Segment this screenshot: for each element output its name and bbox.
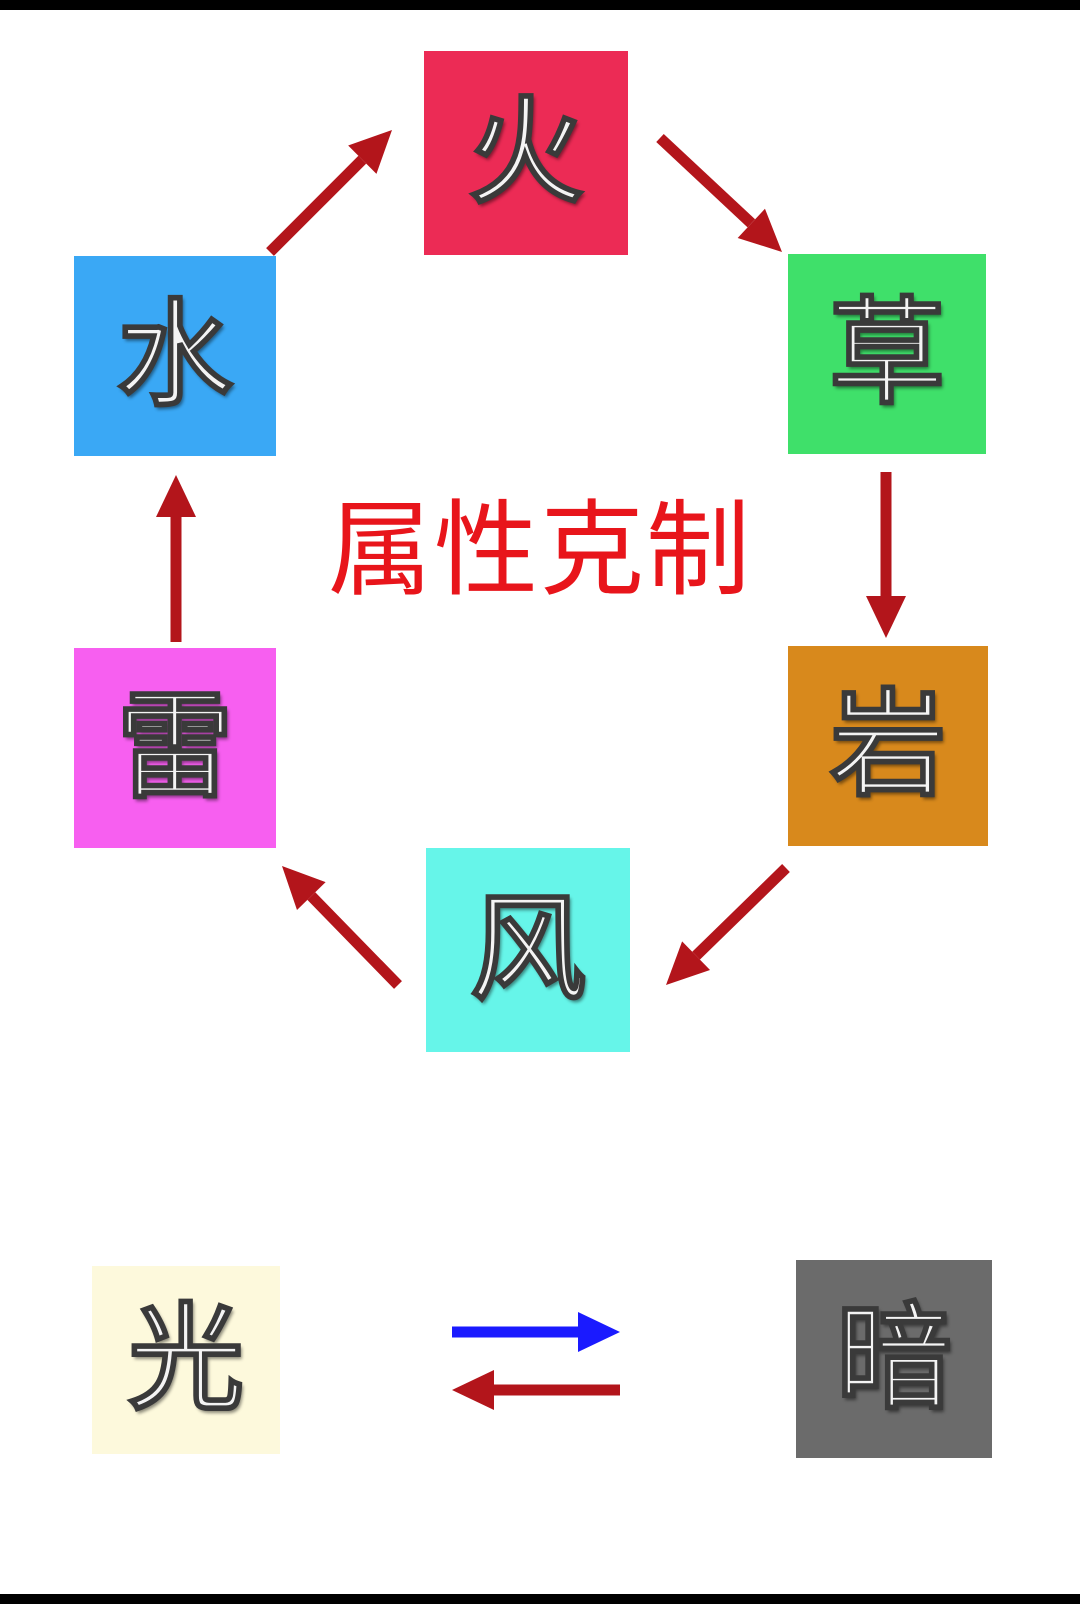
arrow-rock-to-wind xyxy=(666,864,790,985)
arrow-fire-to-grass xyxy=(656,133,782,252)
tile-dark-label: 暗 xyxy=(835,1291,953,1426)
arrow-dark-to-light xyxy=(452,1370,620,1410)
tile-wind-label: 风 xyxy=(469,882,587,1017)
tile-wind: 风 xyxy=(426,848,630,1052)
arrow-water-to-fire xyxy=(266,130,392,256)
arrow-grass-to-rock xyxy=(866,472,906,638)
diagram-canvas: 火 草 岩 风 雷 水 属性克制 光 暗 xyxy=(0,10,1080,1594)
tile-dark: 暗 xyxy=(796,1260,992,1458)
tile-light-label: 光 xyxy=(127,1292,245,1427)
arrow-thunder-to-water xyxy=(156,475,196,642)
tile-fire: 火 xyxy=(424,51,628,255)
tile-fire-label: 火 xyxy=(467,85,585,220)
tile-thunder-label: 雷 xyxy=(116,680,234,815)
tile-light: 光 xyxy=(92,1266,280,1454)
tile-grass-label: 草 xyxy=(828,286,946,421)
tile-rock: 岩 xyxy=(788,646,988,846)
tile-rock-label: 岩 xyxy=(829,678,947,813)
diagram-title: 属性克制 xyxy=(327,489,752,611)
tile-water: 水 xyxy=(74,256,276,456)
arrows-layer xyxy=(156,130,906,1410)
tile-water-label: 水 xyxy=(116,288,234,423)
arrow-wind-to-thunder xyxy=(282,866,402,989)
tile-thunder: 雷 xyxy=(74,648,276,848)
arrow-light-to-dark xyxy=(452,1312,620,1352)
tile-grass: 草 xyxy=(788,254,986,454)
